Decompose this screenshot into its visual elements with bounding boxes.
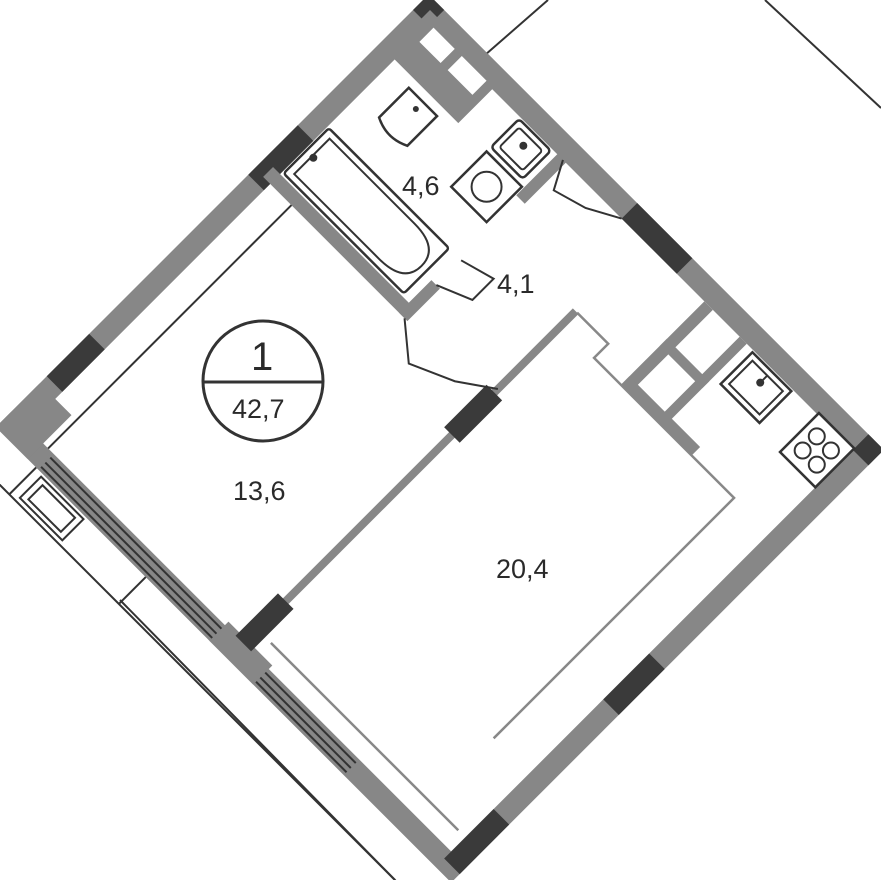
apartment-badge: 1 42,7 — [201, 319, 325, 443]
entrance-door[interactable] — [543, 159, 622, 238]
column-left-upper — [248, 125, 314, 191]
wall-block-left — [0, 383, 72, 460]
badge-room-count: 1 — [251, 335, 273, 379]
washing-machine — [449, 149, 524, 224]
wall-bathroom-right-lower — [398, 280, 440, 322]
living-balcony-thin — [270, 641, 460, 832]
wall-top-left — [0, 0, 445, 442]
bedroom-balcony-thin — [43, 203, 293, 453]
site-line-top — [484, 0, 549, 56]
window-dark-right — [603, 653, 665, 715]
wall-block-mid — [209, 621, 273, 685]
entrance-door-frame — [621, 203, 693, 274]
door-jamb-bedroom-bottom — [235, 593, 294, 652]
door-jamb-bedroom-top — [444, 384, 503, 443]
ventilation-shaft — [387, 10, 501, 124]
wall-bathroom-right — [516, 145, 575, 204]
room-area-hallway: 4,1 — [497, 269, 535, 299]
bathroom-door[interactable] — [435, 253, 496, 310]
column-left-lower — [46, 333, 105, 392]
bathtub — [283, 128, 450, 294]
window-bedroom — [40, 456, 223, 639]
living-kitchen-boundary — [492, 311, 736, 740]
bedroom-door[interactable] — [384, 307, 499, 421]
wall-bottom-right — [444, 434, 881, 875]
column-bottom — [444, 809, 510, 875]
kitchen-sink — [718, 350, 794, 425]
room-area-bathroom: 4,6 — [402, 171, 440, 201]
balcony — [0, 466, 410, 880]
kitchen-shelving — [620, 301, 747, 456]
toilet — [377, 86, 439, 148]
badge-total-area: 42,7 — [232, 394, 285, 424]
room-area-living: 20,4 — [496, 554, 549, 584]
site-line-right — [764, 0, 881, 109]
window-living — [255, 671, 357, 773]
stove — [778, 411, 857, 490]
wall-bathroom-bottom — [263, 166, 415, 319]
washbasin — [491, 119, 551, 179]
room-area-bedroom: 13,6 — [233, 476, 286, 506]
